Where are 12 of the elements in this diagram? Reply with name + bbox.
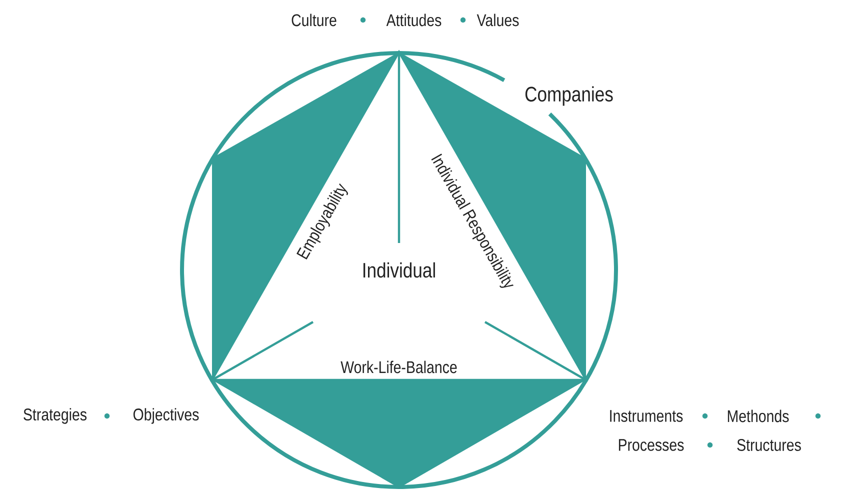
text-label: Structures [737,439,801,451]
text-label: Methonds [728,410,789,422]
text-label: Objectives [133,408,199,424]
text-label: Culture [292,14,336,26]
text-label: Instruments [610,410,683,422]
text-label: Work-Life-Balance [340,360,457,374]
text-label: Strategies [24,408,87,424]
text-label: Values [476,14,519,26]
heading-label: Individual [364,262,435,278]
text-label: Processes [618,439,684,451]
text-label: Attitudes [386,14,442,26]
heading-label: Companies [525,86,613,106]
